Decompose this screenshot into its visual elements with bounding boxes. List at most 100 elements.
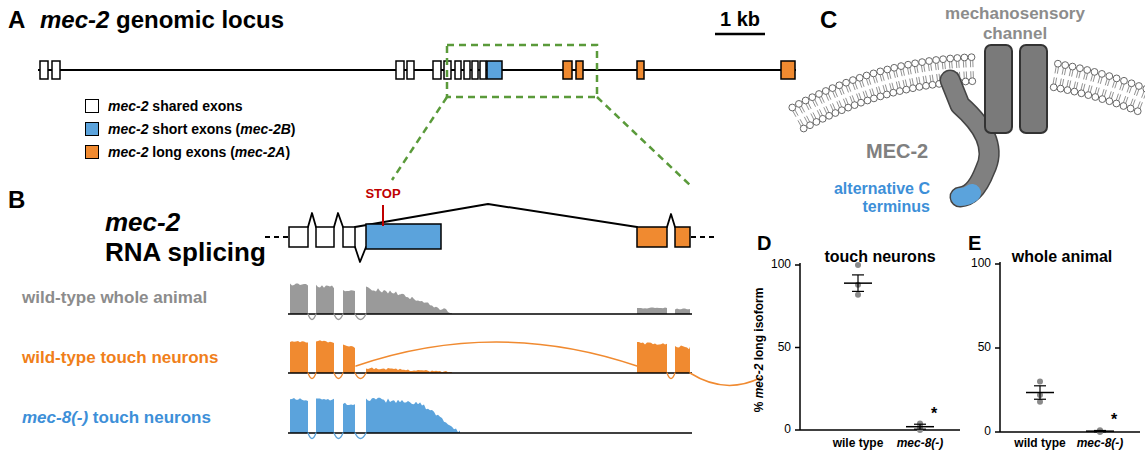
y-tick: [995, 431, 1000, 433]
read-coverage: [316, 399, 334, 434]
axis-title: % mec-2 long isoform: [753, 288, 767, 413]
long-exon: [675, 227, 690, 247]
shared-exon: [343, 227, 355, 247]
error-cap: [852, 274, 864, 275]
lipid-head: [1050, 84, 1057, 91]
y-tick: [995, 347, 1000, 349]
short-exon: [366, 224, 441, 249]
lipid-head: [796, 101, 803, 108]
lipid-head: [912, 60, 919, 67]
y-tick: [995, 263, 1000, 265]
junction-arc: [334, 433, 343, 439]
y-tick: [795, 347, 800, 349]
lipid-head: [923, 82, 930, 89]
shared-exon: [289, 227, 308, 247]
lipid-head: [1121, 77, 1128, 84]
panel-letter: B: [8, 186, 25, 214]
read-coverage: [400, 294, 452, 314]
error-cap: [1094, 431, 1106, 432]
plot-title: touch neurons: [824, 248, 935, 266]
long-exon: [637, 61, 644, 79]
error-cap: [914, 429, 926, 430]
read-coverage: [420, 402, 460, 433]
track-baseline: [288, 313, 692, 315]
lipid-head: [916, 84, 923, 91]
lipid-head: [845, 104, 852, 111]
junction-arc: [355, 314, 366, 320]
legend-swatch: [85, 122, 99, 136]
splice-junction: [667, 214, 675, 227]
lipid-head: [843, 79, 850, 86]
lipid-head: [898, 63, 905, 70]
group-label: wile type: [833, 437, 884, 451]
mean-bar: [1086, 430, 1114, 432]
y-axis: [799, 263, 801, 430]
error-bar: [919, 424, 920, 429]
lipid-head: [826, 112, 833, 119]
zoom-box: [447, 45, 597, 97]
read-coverage: [290, 341, 308, 373]
lipid-head: [1143, 85, 1145, 92]
shared-exon: [480, 61, 486, 79]
read-coverage: [637, 342, 667, 373]
shared-exon: [396, 61, 404, 79]
lipid-head: [1113, 100, 1120, 107]
track-baseline: [288, 432, 692, 434]
y-tick: [795, 264, 800, 266]
lipid-head: [877, 68, 884, 75]
junction-arc: [308, 373, 316, 379]
lipid-head: [1099, 71, 1106, 78]
error-bar: [857, 275, 858, 292]
gene-line: [38, 69, 796, 71]
shared-exon: [433, 61, 441, 79]
data-point: [1037, 379, 1043, 385]
tick-label: 0: [784, 423, 791, 437]
shared-exon: [407, 61, 414, 79]
junction-arc: [355, 373, 366, 379]
splice-junction: [334, 213, 343, 227]
long-exon: [637, 227, 667, 247]
long-exon: [563, 61, 572, 79]
mec2-protein: [950, 80, 989, 197]
tick-label: 0: [984, 425, 991, 439]
group-label: mec-8(-): [1077, 437, 1124, 451]
panel-title: mec-2 genomic locus: [40, 6, 284, 34]
lipid-head: [962, 78, 969, 85]
lipid-head: [858, 99, 865, 106]
lipid-head: [1120, 103, 1127, 110]
splice-junction: [308, 213, 316, 227]
track-label: mec-8(-) touch neurons: [22, 408, 211, 428]
lipid-head: [863, 72, 870, 79]
y-axis: [999, 262, 1001, 432]
error-cap: [1034, 385, 1046, 386]
lipid-head: [896, 88, 903, 95]
lipid-head: [1078, 90, 1085, 97]
plot-title: whole animal: [1012, 248, 1112, 266]
read-coverage: [316, 340, 334, 373]
mec2-c-terminus: [960, 193, 972, 197]
tick-label: 100: [771, 258, 791, 272]
panel-title: RNA splicing: [105, 238, 266, 268]
zoom-line: [392, 97, 447, 180]
lipid-head: [1055, 60, 1062, 67]
shared-exon: [40, 61, 48, 79]
junction-arc: [690, 373, 760, 385]
lipid-head: [1136, 83, 1143, 90]
lipid-head: [1113, 75, 1120, 82]
panel-letter: D: [757, 232, 771, 255]
tick-label: 100: [971, 257, 991, 271]
zoom-line: [597, 97, 690, 185]
lipid-head: [910, 85, 917, 92]
junction-arc: [355, 433, 366, 439]
terminus-label: alternative C terminus: [830, 180, 930, 217]
lipid-head: [1128, 80, 1135, 87]
panel-letter: C: [820, 6, 837, 34]
lipid-head: [968, 54, 975, 61]
long-junction-arc: [356, 342, 637, 366]
lipid-head: [838, 107, 845, 114]
read-coverage: [316, 285, 334, 314]
lipid-head: [940, 56, 947, 63]
splice-junction: [355, 247, 366, 262]
lipid-head: [1077, 65, 1084, 72]
short-exon: [487, 61, 502, 79]
